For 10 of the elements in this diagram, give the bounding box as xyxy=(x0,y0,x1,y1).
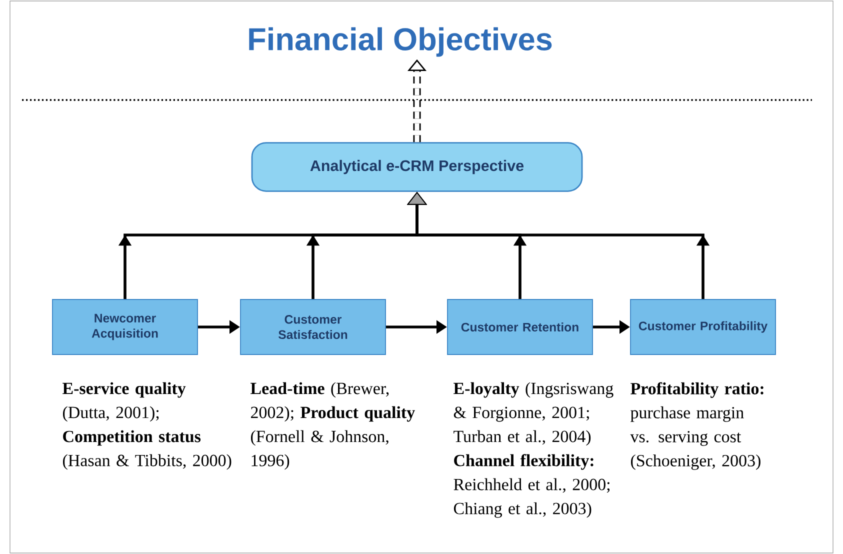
process-box: Customer Retention xyxy=(447,299,593,355)
reference-text: E-loyalty (Ingsriswang & Forgionne, 2001; Turban et al., 2004) Channel flexibility: Reichheld et al., 2000; Chiang et al., 2003) xyxy=(454,382,614,518)
reference-text: E-service quality (Dutta, 2001); Competition status (Hasan & Tibbits, 2000) xyxy=(62,382,232,470)
process-box: Customer Satisfaction xyxy=(240,299,386,355)
process-box: Newcomer Acquisition xyxy=(52,299,198,355)
reference-text: Profitability ratio: purchase margin vs. serving cost (Schoeniger, 2003) xyxy=(630,382,764,470)
process-box: Customer Profitability xyxy=(630,299,776,355)
perspective-box: Analytical e-CRM Perspective xyxy=(251,142,583,192)
heading-text: Financial Objectives xyxy=(249,27,552,57)
reference-text: Lead-time (Brewer, 2002); Product quality (Fornell & Johnson, 1996) xyxy=(250,382,415,470)
